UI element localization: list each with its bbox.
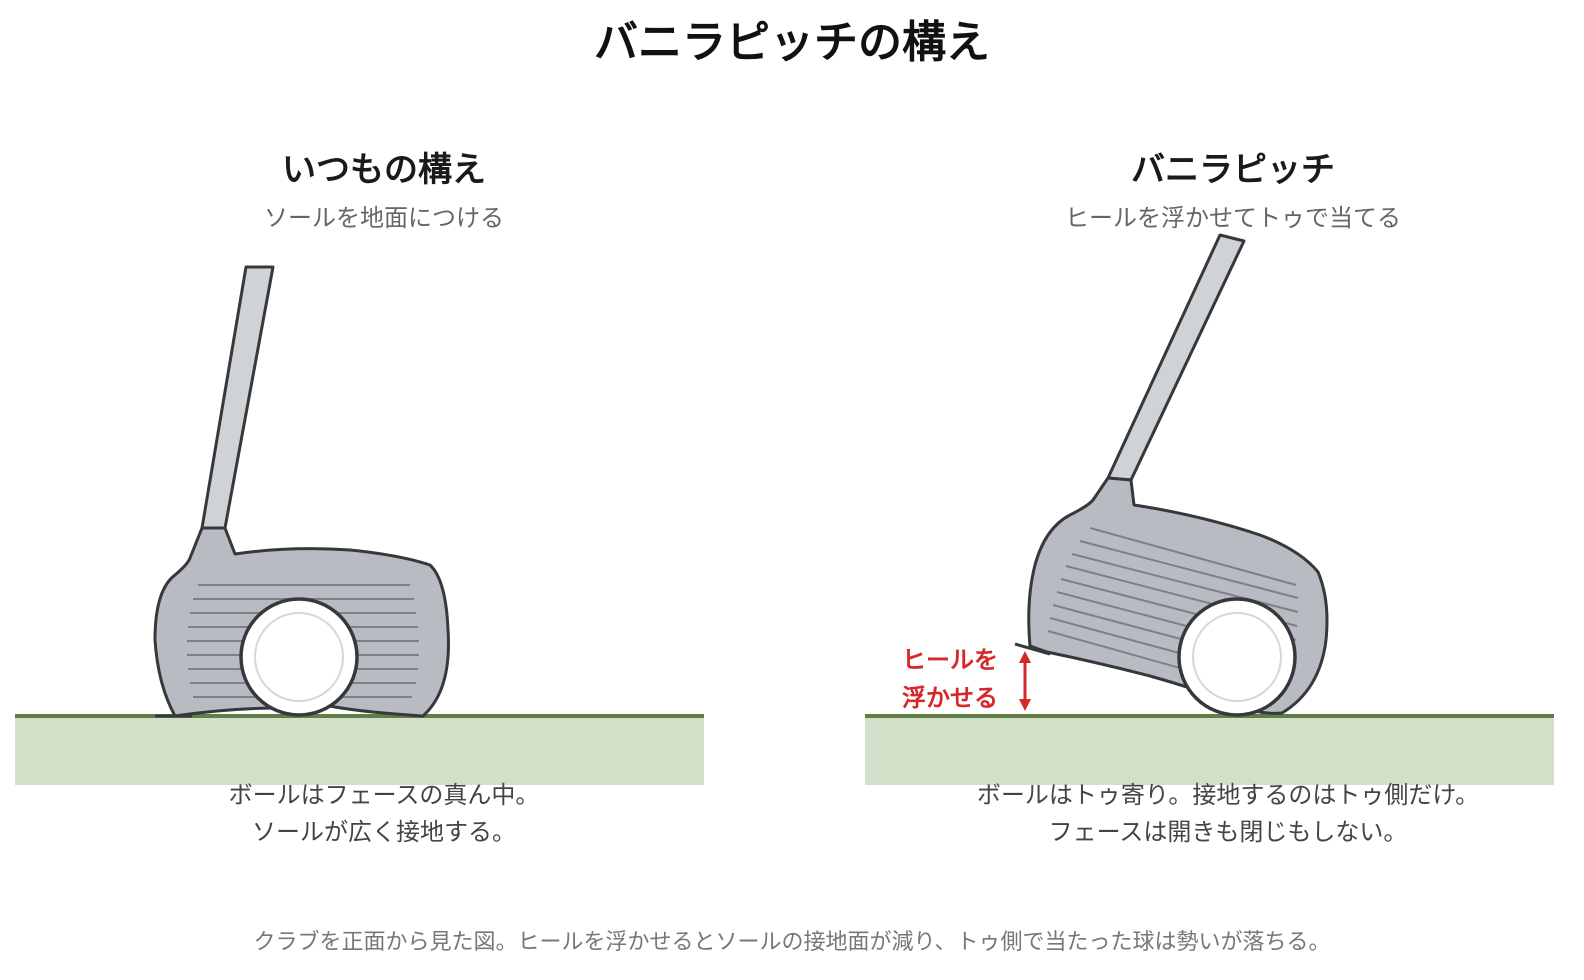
caption-vanilla: ボールはトゥ寄り。接地するのはトゥ側だけ。 フェースは開きも閉じもしない。 xyxy=(928,777,1528,851)
shaft-right xyxy=(1106,233,1246,482)
normal-address-illustration xyxy=(15,265,704,785)
golf-ball-right xyxy=(1177,597,1297,717)
panel-subtitle-normal: ソールを地面につける xyxy=(264,204,504,232)
callout-line-2: 浮かせる xyxy=(902,684,998,712)
caption-normal-line-1: ボールはフェースの真ん中。 xyxy=(228,781,540,809)
caption-vanilla-line-1: ボールはトゥ寄り。接地するのはトゥ側だけ。 xyxy=(976,781,1480,809)
footnote: クラブを正面から見た図。ヒールを浮かせるとソールの接地面が減り、トゥ側で当たった… xyxy=(253,930,1331,955)
callout-line-1: ヒールを xyxy=(902,646,998,674)
caption-normal-line-2: ソールが広く接地する。 xyxy=(252,818,516,846)
caption-normal: ボールはフェースの真ん中。 ソールが広く接地する。 xyxy=(109,777,659,851)
panel-title-vanilla: バニラピッチ xyxy=(1131,150,1335,190)
shaft-left xyxy=(200,265,275,530)
lift-arrow xyxy=(1019,651,1031,711)
ground-right xyxy=(865,716,1554,785)
golf-ball-left xyxy=(239,597,359,717)
panel-title-normal: いつもの構え xyxy=(282,150,486,190)
page-title: バニラピッチの構え xyxy=(594,17,990,68)
heel-lift-callout: ヒールを 浮かせる xyxy=(880,641,1020,717)
ground-left xyxy=(15,716,704,785)
sole-heel-right xyxy=(1014,642,1051,656)
vanilla-pitch-illustration xyxy=(865,233,1554,785)
caption-vanilla-line-2: フェースは開きも閉じもしない。 xyxy=(1048,818,1408,846)
panel-subtitle-vanilla: ヒールを浮かせてトゥで当てる xyxy=(1065,204,1401,232)
